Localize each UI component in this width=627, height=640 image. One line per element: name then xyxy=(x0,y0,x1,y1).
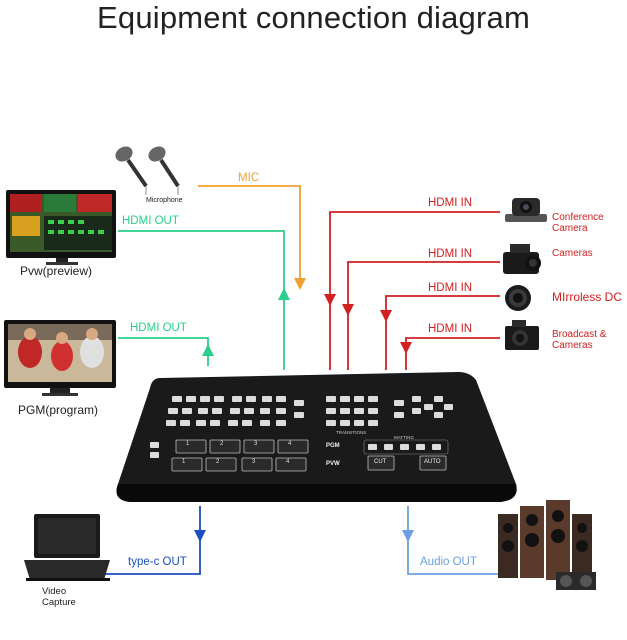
video-capture-caption: Video Capture xyxy=(42,586,76,608)
pgm-key-2[interactable]: 2 xyxy=(220,441,224,447)
page-title: Equipment connection diagram xyxy=(97,0,530,35)
audio-out-arrow-icon xyxy=(402,530,414,542)
broadcast-caption: Broadcast & Cameras xyxy=(552,329,607,351)
video-switcher-icon xyxy=(116,372,517,502)
switcher-pvw-label: PVW xyxy=(326,461,340,467)
pgm-monitor-icon xyxy=(4,320,116,396)
cameras-caption: Cameras xyxy=(552,248,593,259)
hdmi-out-2-label: HDMI OUT xyxy=(130,322,187,334)
pvw-key-1[interactable]: 1 xyxy=(182,459,186,465)
pvw-caption: Pvw(preview) xyxy=(20,264,93,278)
audio-out-line xyxy=(407,506,498,575)
hdmi-in-3-label: HDMI IN xyxy=(428,282,473,294)
hdmi-in-3-arrow-icon xyxy=(380,310,392,322)
pvw-monitor-icon xyxy=(6,190,116,265)
hdmi-in-2-arrow-icon xyxy=(342,304,354,316)
hdmi-out-2-arrow-icon xyxy=(202,344,214,356)
pvw-key-2[interactable]: 2 xyxy=(216,459,220,465)
hdmi-in-lines xyxy=(329,211,500,370)
hdmi-in-1-label: HDMI IN xyxy=(428,197,473,209)
pgm-key-3[interactable]: 3 xyxy=(254,441,258,447)
speakers-icon xyxy=(498,500,596,590)
microphone-icon xyxy=(115,146,180,195)
broadcast-camera-icon xyxy=(505,320,539,350)
laptop-icon xyxy=(24,514,110,581)
hdmi-in-4-arrow-icon xyxy=(400,342,412,354)
hdmi-in-1-arrow-icon xyxy=(324,294,336,306)
mic-connection-label: MIC xyxy=(238,172,260,184)
conference-camera-caption: Conference Camera xyxy=(552,212,604,234)
switcher-cut-button[interactable]: CUT xyxy=(374,459,387,465)
mirrorless-caption: MIrroless DC xyxy=(552,290,623,304)
pvw-key-4[interactable]: 4 xyxy=(286,459,290,465)
switcher-matting-label: MATTING xyxy=(394,435,414,440)
hdmi-out-1-label: HDMI OUT xyxy=(122,215,179,227)
switcher-auto-button[interactable]: AUTO xyxy=(424,459,441,465)
switcher-pgm-label: PGM xyxy=(326,443,340,449)
mic-connection-line xyxy=(198,185,301,284)
hdmi-out-2-line xyxy=(118,337,209,366)
pgm-caption: PGM(program) xyxy=(18,403,99,417)
typec-out-arrow-icon xyxy=(194,530,206,542)
hdmi-in-4-label: HDMI IN xyxy=(428,323,473,335)
mirrorless-camera-icon xyxy=(505,285,531,311)
pgm-key-1[interactable]: 1 xyxy=(186,441,190,447)
microphone-caption: Microphone xyxy=(146,197,183,204)
hdmi-out-1-arrow-icon xyxy=(278,288,290,300)
typec-out-line xyxy=(104,506,201,575)
pvw-key-3[interactable]: 3 xyxy=(252,459,256,465)
hdmi-in-2-label: HDMI IN xyxy=(428,248,473,260)
camcorder-icon xyxy=(503,244,541,274)
conference-camera-icon xyxy=(505,198,547,222)
audio-out-label: Audio OUT xyxy=(420,556,477,568)
hdmi-out-1-line xyxy=(118,230,285,370)
switcher-transitions-label: TRANSITIONS xyxy=(336,430,367,435)
typec-out-label: type-c OUT xyxy=(128,556,187,568)
pgm-key-4[interactable]: 4 xyxy=(288,441,292,447)
mic-arrow-icon xyxy=(294,278,306,290)
